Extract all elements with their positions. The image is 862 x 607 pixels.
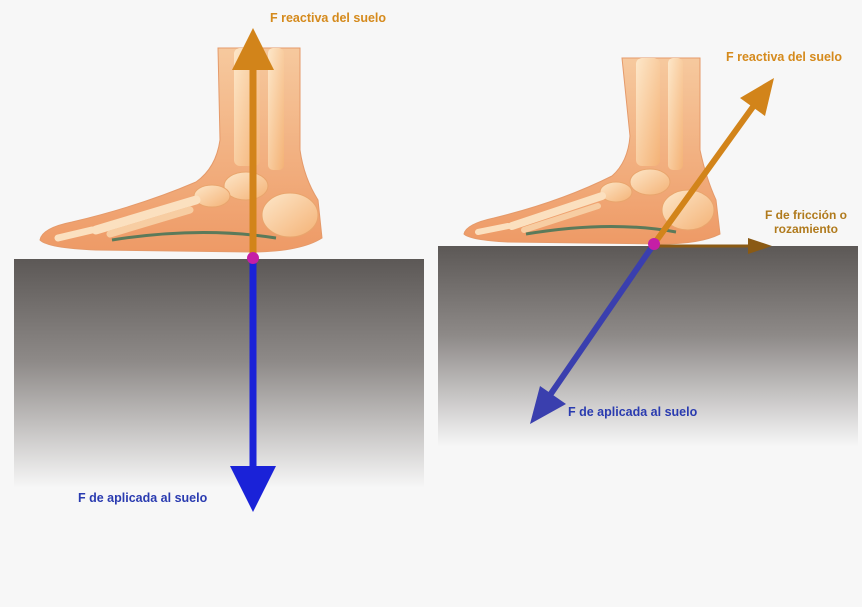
right-contact-point	[648, 238, 660, 250]
right-panel	[438, 58, 858, 446]
left-ground	[14, 259, 424, 487]
right-friction-label-line2: rozamiento	[758, 223, 854, 237]
left-foot-illustration	[40, 48, 322, 252]
left-panel	[14, 28, 424, 512]
left-reaction-label: F reactiva del suelo	[270, 11, 386, 25]
right-friction-label-line1: F de fricción o	[758, 209, 854, 223]
left-applied-label: F de aplicada al suelo	[78, 491, 207, 505]
right-foot-illustration	[464, 58, 720, 244]
right-reaction-label: F reactiva del suelo	[726, 50, 842, 64]
right-friction-label: F de fricción o rozamiento	[758, 209, 854, 237]
left-contact-point	[247, 252, 259, 264]
right-applied-label: F de aplicada al suelo	[568, 405, 697, 419]
